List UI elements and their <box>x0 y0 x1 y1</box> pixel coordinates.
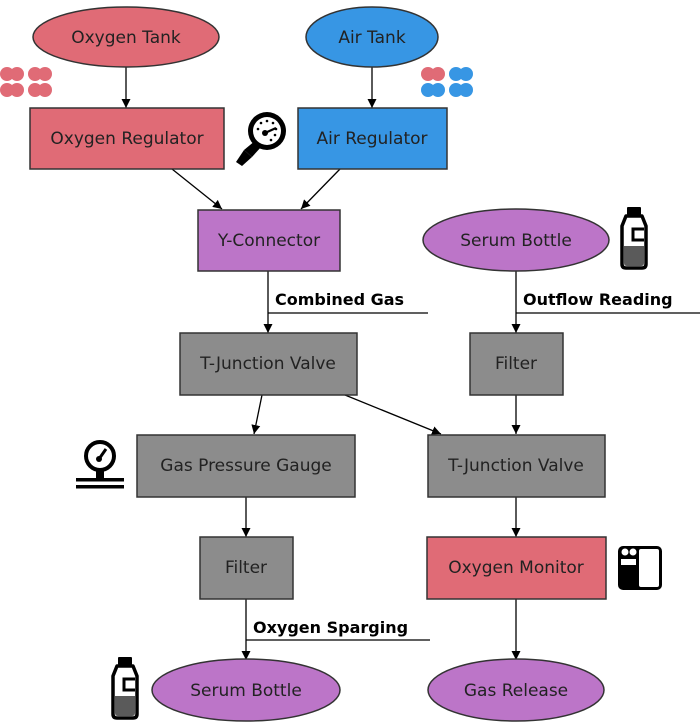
node-oxygen-tank[interactable]: Oxygen Tank <box>32 6 220 68</box>
air-molecules-icon <box>421 67 473 97</box>
node-oxygen-monitor[interactable]: Oxygen Monitor <box>426 536 607 600</box>
node-label: T-Junction Valve <box>199 354 336 374</box>
node-label: Air Tank <box>338 28 406 48</box>
bottle-icon <box>111 657 139 720</box>
node-gas-pressure-gauge[interactable]: Gas Pressure Gauge <box>136 434 356 498</box>
node-label: T-Junction Valve <box>447 456 584 476</box>
edge-labels: Combined Gas Outflow Reading Oxygen Spar… <box>253 290 673 637</box>
pressure-regulator-gauge-icon <box>236 112 286 166</box>
monitor-device-icon <box>618 546 662 590</box>
nodes: Oxygen Tank Air Tank Oxygen Regulator Ai… <box>29 6 610 722</box>
edge-oxygen-regulator-to-y-connector <box>171 168 223 210</box>
node-filter-left[interactable]: Filter <box>199 536 294 600</box>
node-label: Filter <box>225 558 267 578</box>
node-label: Oxygen Regulator <box>50 129 203 149</box>
node-filter-right[interactable]: Filter <box>469 332 564 396</box>
node-label: Filter <box>495 354 537 374</box>
edge-t-junction-1-to-t-junction-2 <box>344 394 442 435</box>
node-label: Y-Connector <box>217 231 320 251</box>
bottle-icon <box>620 207 648 270</box>
node-serum-bottle-bottom[interactable]: Serum Bottle <box>151 658 341 722</box>
node-oxygen-regulator[interactable]: Oxygen Regulator <box>29 107 225 170</box>
node-label: Serum Bottle <box>190 681 302 701</box>
node-label: Serum Bottle <box>460 231 572 251</box>
edge-label-outflow-reading: Outflow Reading <box>523 290 673 309</box>
node-air-regulator[interactable]: Air Regulator <box>297 107 448 170</box>
node-label: Gas Pressure Gauge <box>160 456 331 476</box>
node-gas-release[interactable]: Gas Release <box>427 658 605 722</box>
node-label: Oxygen Tank <box>71 28 181 48</box>
edge-label-oxygen-sparging: Oxygen Sparging <box>253 618 408 637</box>
edge-label-combined-gas: Combined Gas <box>275 290 404 309</box>
node-t-junction-valve-2[interactable]: T-Junction Valve <box>427 434 606 498</box>
edges <box>121 67 700 660</box>
node-air-tank[interactable]: Air Tank <box>305 6 439 68</box>
node-label: Oxygen Monitor <box>448 558 584 578</box>
node-t-junction-valve-1[interactable]: T-Junction Valve <box>179 332 358 396</box>
pressure-gauge-icon <box>76 440 124 489</box>
node-label: Gas Release <box>464 681 568 701</box>
oxygen-molecules-icon <box>0 67 52 97</box>
node-y-connector[interactable]: Y-Connector <box>197 209 341 272</box>
node-serum-bottle-top[interactable]: Serum Bottle <box>422 208 610 272</box>
edge-t-junction-1-to-gauge <box>251 394 263 435</box>
edge-air-regulator-to-y-connector <box>300 168 341 210</box>
node-label: Air Regulator <box>316 129 427 149</box>
